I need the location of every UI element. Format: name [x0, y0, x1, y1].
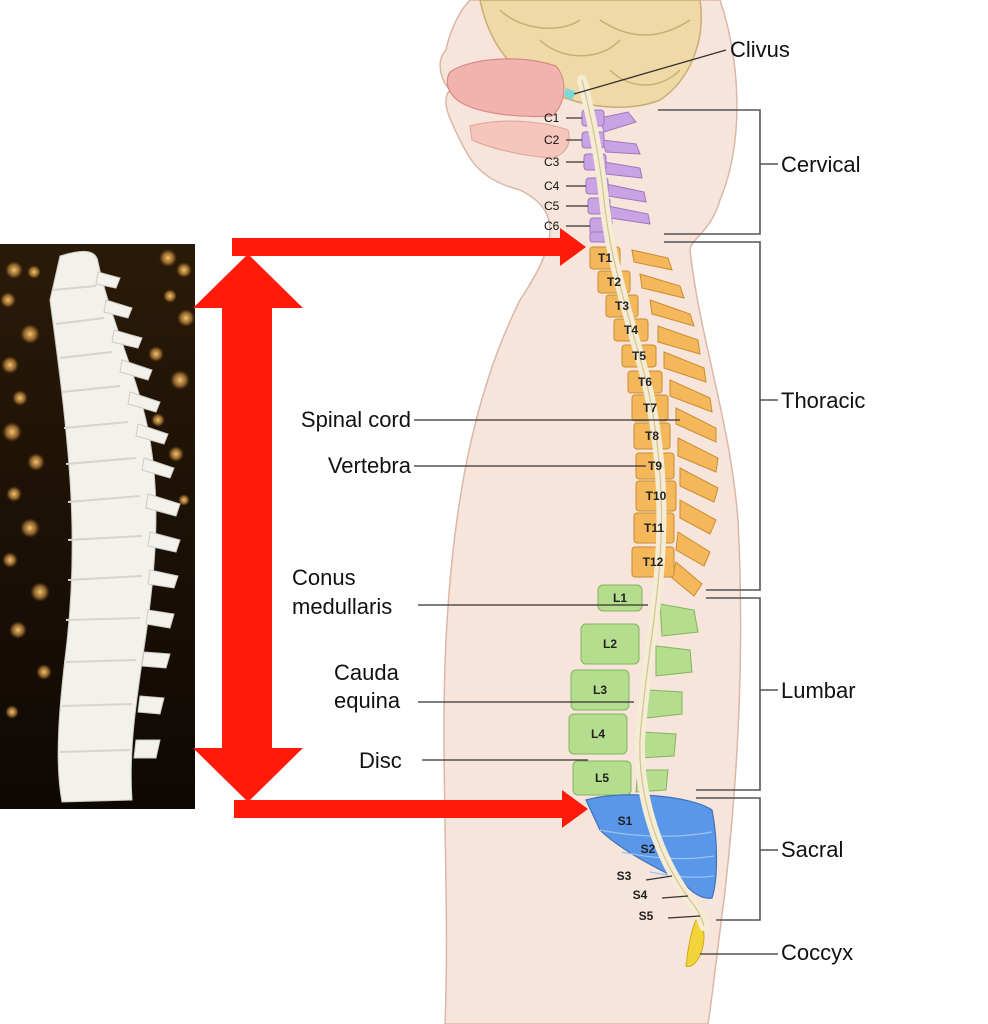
label-s1: S1 [618, 814, 633, 828]
tick-s3 [645, 875, 673, 881]
label-thoracic: Thoracic [781, 388, 865, 413]
label-t11: T11 [644, 521, 664, 535]
clivus-bone [564, 88, 576, 100]
coccyx-bone [685, 919, 705, 967]
label-cervical: Cervical [781, 152, 860, 177]
label-coccyx: Coccyx [781, 940, 853, 965]
label-t6: T6 [638, 375, 652, 389]
label-c6: C6 [544, 219, 560, 233]
label-c2: C2 [544, 133, 560, 147]
tick-s4 [661, 895, 689, 899]
bokeh-lights [0, 249, 195, 719]
label-t3: T3 [615, 299, 629, 313]
label-sacral: Sacral [781, 837, 843, 862]
vertebra-labels: C1C2C3C4C5C6T1T2T3T4T5T6T7T8T9T10T11T12L… [544, 111, 701, 923]
label-s2: S2 [641, 842, 656, 856]
body-silhouette [439, 0, 742, 1024]
label-l5: L5 [595, 771, 609, 785]
label-cauda-1: Cauda [334, 660, 400, 685]
nasal-cavity [446, 58, 565, 118]
label-cauda-2: equina [334, 688, 401, 713]
label-c3: C3 [544, 155, 560, 169]
label-t4: T4 [624, 323, 638, 337]
label-t7: T7 [643, 401, 657, 415]
label-spinal-cord: Spinal cord [301, 407, 411, 432]
label-disc: Disc [359, 748, 402, 773]
vertebra-l3 [570, 669, 630, 711]
label-l1: L1 [613, 591, 627, 605]
label-t2: T2 [607, 275, 621, 289]
label-s4: S4 [633, 888, 648, 902]
label-t10: T10 [646, 489, 667, 503]
label-l4: L4 [591, 727, 605, 741]
spine-model-photo [0, 244, 195, 809]
label-l2: L2 [603, 637, 617, 651]
label-t1: T1 [598, 251, 612, 265]
label-l3: L3 [593, 683, 607, 697]
vertebra-l5 [572, 760, 632, 796]
label-t5: T5 [632, 349, 646, 363]
cervical-ticks [566, 117, 590, 227]
vertebra-l2 [580, 623, 640, 665]
label-t12: T12 [643, 555, 664, 569]
label-c5: C5 [544, 199, 560, 213]
label-lumbar: Lumbar [781, 678, 856, 703]
double-arrow-vertical-icon [193, 254, 303, 802]
label-t8: T8 [645, 429, 659, 443]
label-conus-2: medullaris [292, 594, 392, 619]
label-conus-1: Conus [292, 565, 356, 590]
spine-model [49, 251, 181, 803]
sacrum [585, 794, 718, 899]
label-c4: C4 [544, 179, 560, 193]
label-t9: T9 [648, 459, 662, 473]
mouth-cavity [469, 120, 570, 159]
label-s3: S3 [617, 869, 632, 883]
label-c1: C1 [544, 111, 560, 125]
vertebra-l4 [568, 713, 628, 755]
arrow-right-icon [232, 228, 588, 828]
label-vertebra: Vertebra [328, 453, 412, 478]
region-brackets [658, 109, 778, 921]
tick-s5 [667, 915, 701, 919]
label-clivus: Clivus [730, 37, 790, 62]
leader-lines [414, 49, 778, 955]
label-s5: S5 [639, 909, 654, 923]
